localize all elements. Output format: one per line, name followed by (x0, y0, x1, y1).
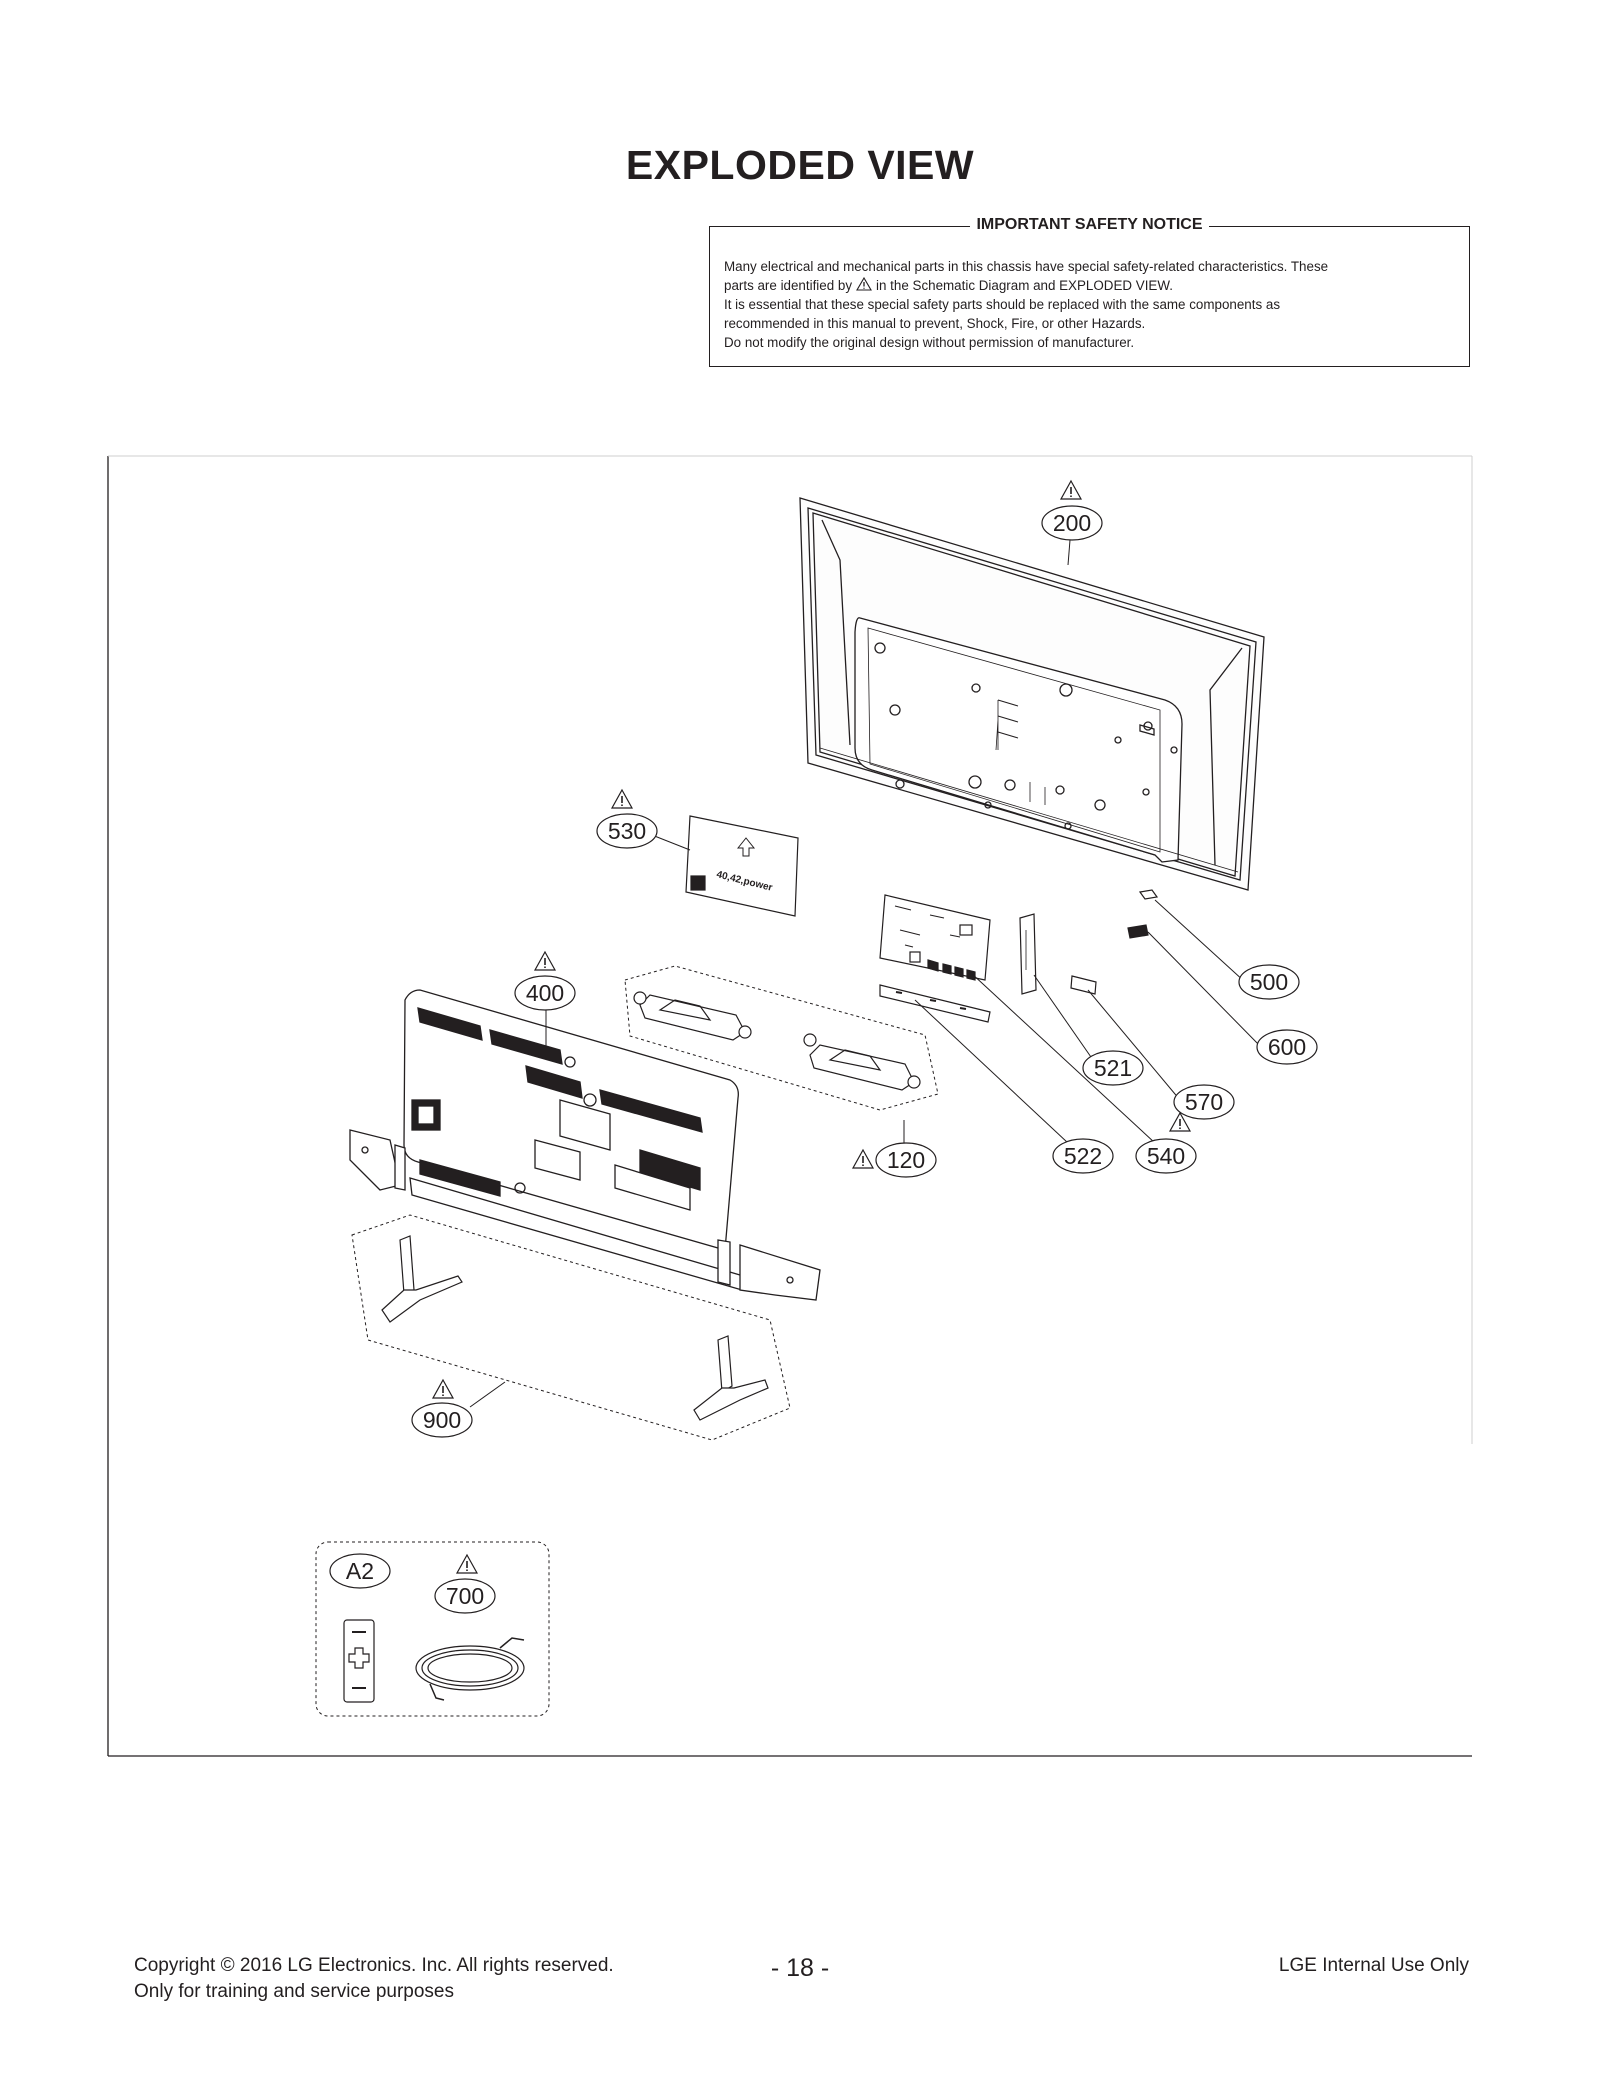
svg-text:120: 120 (887, 1147, 925, 1173)
callout-900: 900 (411, 1402, 473, 1438)
svg-text:500: 500 (1250, 969, 1288, 995)
safety-notice-body: Many electrical and mechanical parts in … (724, 257, 1455, 352)
svg-text:700: 700 (446, 1583, 484, 1609)
safety-notice: IMPORTANT SAFETY NOTICE Many electrical … (709, 216, 1470, 367)
callout-120: 120 (875, 1142, 937, 1178)
svg-text:521: 521 (1094, 1055, 1132, 1081)
warning-triangle-icon (432, 1379, 454, 1399)
callout-522: 522 (1052, 1138, 1114, 1174)
main-board-540 (879, 894, 991, 981)
footer-copyright: Copyright © 2016 LG Electronics. Inc. Al… (134, 1953, 614, 2005)
callout-500: 500 (1238, 964, 1300, 1000)
callout-540: 540 (1135, 1138, 1197, 1174)
notice-line-4: recommended in this manual to prevent, S… (724, 316, 1146, 331)
part-600 (1127, 924, 1149, 939)
ir-board-522 (879, 984, 991, 1023)
page-number: - 18 - (770, 1954, 830, 1982)
part-callouts: 200 530 400 500 600 521 570 120 (329, 505, 1318, 1614)
bracket-521 (1019, 913, 1037, 995)
callout-700: 700 (434, 1578, 496, 1614)
safety-notice-heading: IMPORTANT SAFETY NOTICE (970, 216, 1209, 233)
svg-text:400: 400 (526, 980, 564, 1006)
notice-line-3: It is essential that these special safet… (724, 297, 1281, 312)
svg-text:530: 530 (608, 818, 646, 844)
notice-line-2-start: parts are identified by (724, 278, 853, 293)
warning-triangle-icon (611, 789, 633, 809)
svg-text:600: 600 (1268, 1034, 1306, 1060)
notice-line-5: Do not modify the original design withou… (724, 335, 1135, 350)
callout-400: 400 (514, 975, 576, 1011)
internal-use-label: LGE Internal Use Only (1278, 1955, 1469, 1976)
page-title: EXPLODED VIEW (625, 142, 975, 188)
svg-text:200: 200 (1053, 510, 1091, 536)
warning-triangle-icon (456, 1554, 478, 1574)
warning-triangle-icon (856, 277, 872, 291)
callout-570: 570 (1173, 1084, 1235, 1120)
part-500 (1138, 889, 1159, 900)
callout-200: 200 (1041, 505, 1103, 541)
callout-A2: A2 (329, 1553, 391, 1589)
warning-triangle-icon (534, 951, 556, 971)
warning-triangle-icon (1060, 480, 1082, 500)
svg-text:522: 522 (1064, 1143, 1102, 1169)
speaker-group-120 (624, 965, 939, 1111)
callout-521: 521 (1082, 1050, 1144, 1086)
callout-600: 600 (1256, 1029, 1318, 1065)
power-board-530: 40,42,power (685, 815, 799, 917)
callout-530: 530 (596, 813, 658, 849)
stand-group-900 (351, 1214, 791, 1441)
svg-text:900: 900 (423, 1407, 461, 1433)
part-570 (1070, 975, 1097, 995)
back-cover-400 (349, 989, 821, 1301)
copyright-text: Copyright © 2016 LG Electronics. Inc. Al… (134, 1955, 614, 1976)
notice-line-2-end: in the Schematic Diagram and EXPLODED VI… (876, 278, 1173, 293)
accessories-box (315, 1541, 550, 1717)
rear-panel-200 (799, 497, 1265, 891)
diagram-frame (107, 455, 1473, 1757)
svg-text:540: 540 (1147, 1143, 1185, 1169)
leader-lines (469, 539, 1263, 1408)
notice-line-1: Many electrical and mechanical parts in … (724, 259, 1329, 274)
warning-triangle-icon (852, 1149, 874, 1169)
svg-text:A2: A2 (346, 1558, 374, 1584)
purpose-text: Only for training and service purposes (134, 1981, 454, 2002)
svg-text:570: 570 (1185, 1089, 1223, 1115)
